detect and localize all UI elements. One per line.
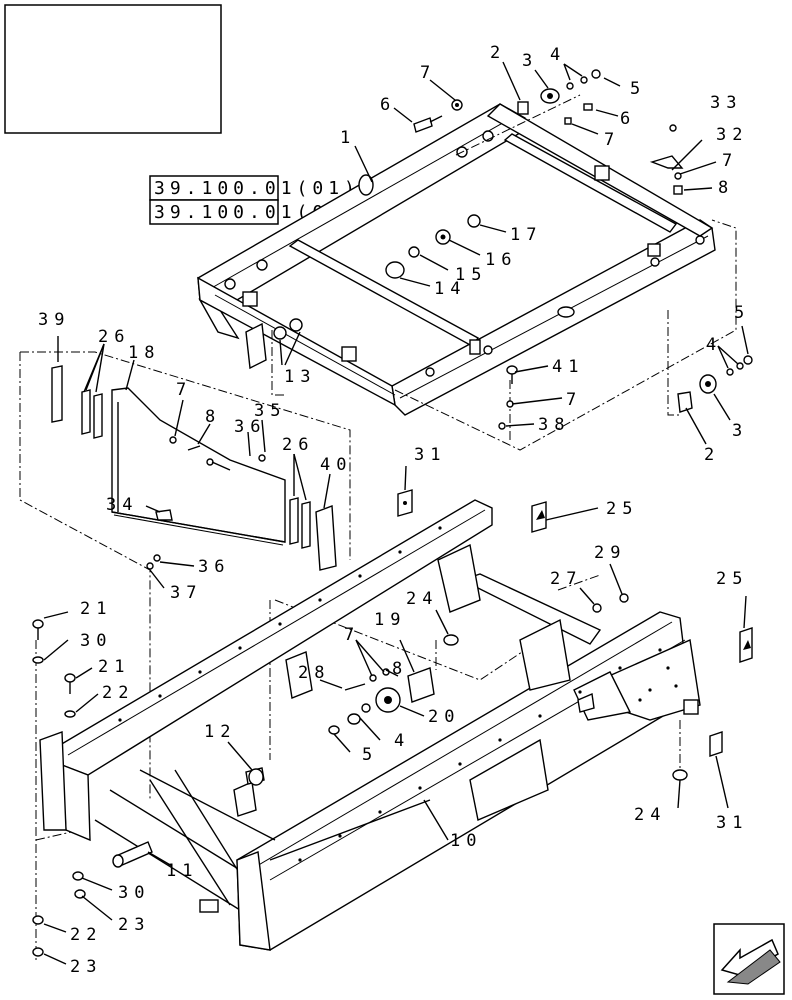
- callout-21[interactable]: 21: [98, 657, 130, 677]
- callout-30[interactable]: 30: [80, 631, 112, 651]
- callout-3[interactable]: 3: [732, 421, 748, 441]
- upper-hardware: [385, 69, 684, 279]
- callout-7[interactable]: 7: [344, 625, 360, 645]
- callout-7[interactable]: 7: [604, 130, 620, 150]
- callout-25[interactable]: 25: [716, 569, 748, 589]
- callout-26[interactable]: 26: [98, 327, 130, 347]
- callout-4[interactable]: 4: [394, 731, 410, 751]
- callout-24[interactable]: 24: [634, 805, 666, 825]
- lower-chassis: [39, 499, 701, 951]
- cover-panel: [51, 365, 337, 571]
- callout-5[interactable]: 5: [734, 303, 750, 323]
- callout-22[interactable]: 22: [70, 925, 102, 945]
- callout-2[interactable]: 2: [490, 43, 506, 63]
- callout-22[interactable]: 22: [102, 683, 134, 703]
- callout-4[interactable]: 4: [706, 335, 722, 355]
- callout-33[interactable]: 33: [710, 93, 742, 113]
- callout-7[interactable]: 7: [176, 380, 192, 400]
- callout-27[interactable]: 27: [550, 569, 582, 589]
- callout-41[interactable]: 41: [552, 357, 584, 377]
- callout-31[interactable]: 31: [414, 445, 446, 465]
- callout-26[interactable]: 26: [282, 435, 314, 455]
- leader-lines: [43, 61, 749, 965]
- callout-25[interactable]: 25: [606, 499, 638, 519]
- reference-label-1: 39.100.01(01): [154, 178, 360, 199]
- callout-23[interactable]: 23: [118, 915, 150, 935]
- callout-32[interactable]: 32: [716, 125, 748, 145]
- callout-8[interactable]: 8: [205, 407, 221, 427]
- callout-3[interactable]: 3: [522, 51, 538, 71]
- callout-8[interactable]: 8: [718, 178, 734, 198]
- callout-20[interactable]: 20: [428, 707, 460, 727]
- callout-13[interactable]: 13: [284, 367, 316, 387]
- callout-5[interactable]: 5: [630, 79, 646, 99]
- reference-box-1[interactable]: 39.100.01(01): [149, 175, 360, 201]
- title-frame: [4, 4, 222, 134]
- side-fastener-group: [677, 355, 753, 413]
- callout-38[interactable]: 38: [538, 415, 570, 435]
- upper-frame: [197, 103, 716, 416]
- callout-18[interactable]: 18: [128, 343, 160, 363]
- callout-11[interactable]: 11: [166, 861, 198, 881]
- callout-5[interactable]: 5: [362, 745, 378, 765]
- callout-7[interactable]: 7: [722, 151, 738, 171]
- callout-19[interactable]: 19: [374, 610, 406, 630]
- callout-28[interactable]: 28: [298, 663, 330, 683]
- callout-24[interactable]: 24: [406, 589, 438, 609]
- callout-21[interactable]: 21: [80, 599, 112, 619]
- callout-30[interactable]: 30: [118, 883, 150, 903]
- callout-36[interactable]: 36: [234, 417, 266, 437]
- callout-7[interactable]: 7: [420, 63, 436, 83]
- callout-34[interactable]: 34: [106, 495, 138, 515]
- callout-16[interactable]: 16: [485, 250, 517, 270]
- callout-12[interactable]: 12: [204, 722, 236, 742]
- decals: [397, 489, 753, 757]
- callouts: 1 2 3 4 5 6 7 6 7 33 32 7 8 17 16 15 14 …: [38, 43, 750, 977]
- callout-4[interactable]: 4: [550, 45, 566, 65]
- callout-2[interactable]: 2: [704, 445, 720, 465]
- callout-7[interactable]: 7: [566, 390, 582, 410]
- callout-23[interactable]: 23: [70, 957, 102, 977]
- callout-10[interactable]: 10: [450, 831, 482, 851]
- callout-36[interactable]: 36: [198, 557, 230, 577]
- callout-1[interactable]: 1: [340, 128, 356, 148]
- callout-40[interactable]: 40: [320, 455, 352, 475]
- callout-37[interactable]: 37: [170, 583, 202, 603]
- callout-39[interactable]: 39: [38, 310, 70, 330]
- lower-hardware: [32, 365, 688, 957]
- callout-31[interactable]: 31: [716, 813, 748, 833]
- callout-35[interactable]: 35: [254, 401, 286, 421]
- callout-6[interactable]: 6: [620, 109, 636, 129]
- callout-15[interactable]: 15: [455, 265, 487, 285]
- callout-29[interactable]: 29: [594, 543, 626, 563]
- callout-6[interactable]: 6: [380, 95, 396, 115]
- arrow-back-icon[interactable]: [713, 923, 785, 995]
- callout-17[interactable]: 17: [510, 225, 542, 245]
- callout-14[interactable]: 14: [434, 279, 466, 299]
- callout-8[interactable]: 8: [392, 659, 408, 679]
